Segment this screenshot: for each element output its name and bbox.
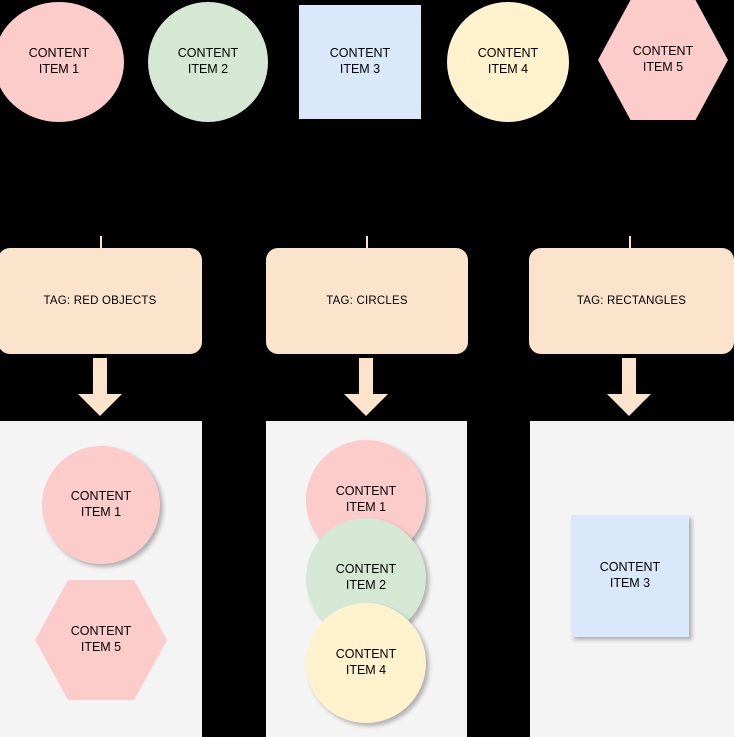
tag-box-circles[interactable]: TAG: CIRCLES <box>266 248 468 354</box>
source-item-1[interactable]: CONTENT ITEM 1 <box>0 2 124 122</box>
source-item-2[interactable]: CONTENT ITEM 2 <box>148 2 268 122</box>
result-rectangles-item-3[interactable]: CONTENT ITEM 3 <box>571 515 689 637</box>
connector-stub-1 <box>100 236 102 250</box>
result-circles-item-4[interactable]: CONTENT ITEM 4 <box>306 603 426 723</box>
tag-label-red-objects: TAG: RED OBJECTS <box>43 295 157 307</box>
result-circles-item-1-label: CONTENT ITEM 1 <box>335 484 397 514</box>
source-item-4-label: CONTENT ITEM 4 <box>477 46 539 76</box>
down-arrow-icon <box>607 358 651 416</box>
down-arrow-icon <box>344 358 388 416</box>
connector-stub-3 <box>629 236 631 250</box>
source-item-3[interactable]: CONTENT ITEM 3 <box>299 5 421 119</box>
tag-label-rectangles: TAG: RECTANGLES <box>576 295 687 307</box>
result-red-objects-item-1-label: CONTENT ITEM 1 <box>70 489 132 519</box>
connector-stub-2 <box>366 236 368 250</box>
source-item-5[interactable]: CONTENT ITEM 5 <box>598 0 728 120</box>
tag-label-circles: TAG: CIRCLES <box>326 295 408 307</box>
source-item-4[interactable]: CONTENT ITEM 4 <box>447 2 569 122</box>
result-rectangles-item-3-label: CONTENT ITEM 3 <box>599 560 661 590</box>
result-circles-item-2-label: CONTENT ITEM 2 <box>335 562 397 592</box>
result-red-objects-item-5-label: CONTENT ITEM 5 <box>70 624 132 654</box>
tag-box-red-objects[interactable]: TAG: RED OBJECTS <box>0 248 202 354</box>
source-item-2-label: CONTENT ITEM 2 <box>177 46 239 76</box>
down-arrow-icon <box>78 358 122 416</box>
source-item-1-label: CONTENT ITEM 1 <box>28 46 90 76</box>
result-circles-item-4-label: CONTENT ITEM 4 <box>335 647 397 677</box>
tag-box-rectangles[interactable]: TAG: RECTANGLES <box>529 248 734 354</box>
source-item-5-label: CONTENT ITEM 5 <box>632 44 694 74</box>
source-item-3-label: CONTENT ITEM 3 <box>329 46 391 76</box>
result-red-objects-item-1[interactable]: CONTENT ITEM 1 <box>42 446 160 564</box>
